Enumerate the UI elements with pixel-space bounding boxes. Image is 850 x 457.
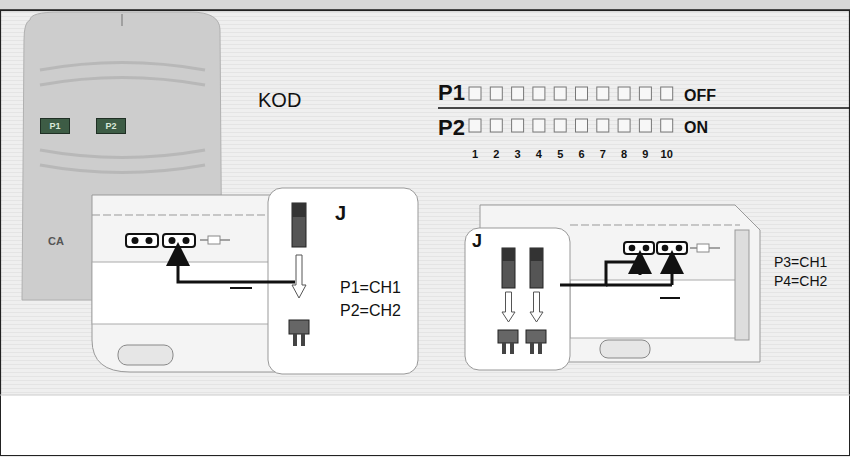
- dip-switch-box: [512, 87, 524, 100]
- dip-switch-box: [554, 87, 566, 100]
- dip-switch-box: [639, 87, 651, 100]
- channel-label: P1=CH1: [340, 280, 401, 296]
- dip-switch-box: [533, 87, 545, 100]
- dip-switch-box: [597, 87, 609, 100]
- dip-switch-box: [618, 87, 630, 100]
- dip-switch-box: [576, 87, 588, 100]
- switch-number: 4: [536, 149, 542, 160]
- dip-switch-box: [490, 87, 502, 100]
- switch-number: 1: [472, 149, 478, 160]
- dip-switch-box: [661, 87, 673, 100]
- switch-number: 5: [557, 149, 563, 160]
- button-label: P1: [49, 122, 60, 131]
- dip-switch-box: [533, 119, 545, 132]
- switch-number: 8: [621, 149, 627, 160]
- dip-switch-box: [469, 87, 481, 100]
- dip-switch-box: [639, 119, 651, 132]
- jumper-label: J: [335, 203, 346, 223]
- dip-switch-box: [512, 119, 524, 132]
- row-label: P2: [438, 117, 465, 139]
- channel-label: P4=CH2: [774, 274, 827, 288]
- switch-number: 7: [600, 149, 606, 160]
- dip-switch-box: [469, 119, 481, 132]
- switch-number: 6: [578, 149, 584, 160]
- button-label: P2: [105, 122, 116, 131]
- brand-label: CA: [48, 236, 64, 247]
- dip-switch-box: [661, 119, 673, 132]
- dip-switch-box: [554, 119, 566, 132]
- heading-label: KOD: [258, 90, 301, 110]
- channel-label: P2=CH2: [340, 303, 401, 319]
- state-label: ON: [684, 120, 708, 136]
- row-label: P1: [438, 82, 465, 104]
- dip-switch-box: [576, 119, 588, 132]
- dip-switch-box: [618, 119, 630, 132]
- switch-number: 10: [661, 149, 673, 160]
- jumper-label: J: [472, 232, 482, 250]
- remote-button: P2: [96, 118, 126, 134]
- switch-number: 2: [493, 149, 499, 160]
- switch-number: 9: [642, 149, 648, 160]
- dip-switch-box: [597, 119, 609, 132]
- dip-switch-box: [490, 119, 502, 132]
- remote-button: P1: [40, 118, 70, 134]
- switch-number: 3: [515, 149, 521, 160]
- state-label: OFF: [684, 88, 716, 104]
- channel-label: P3=CH1: [774, 255, 827, 269]
